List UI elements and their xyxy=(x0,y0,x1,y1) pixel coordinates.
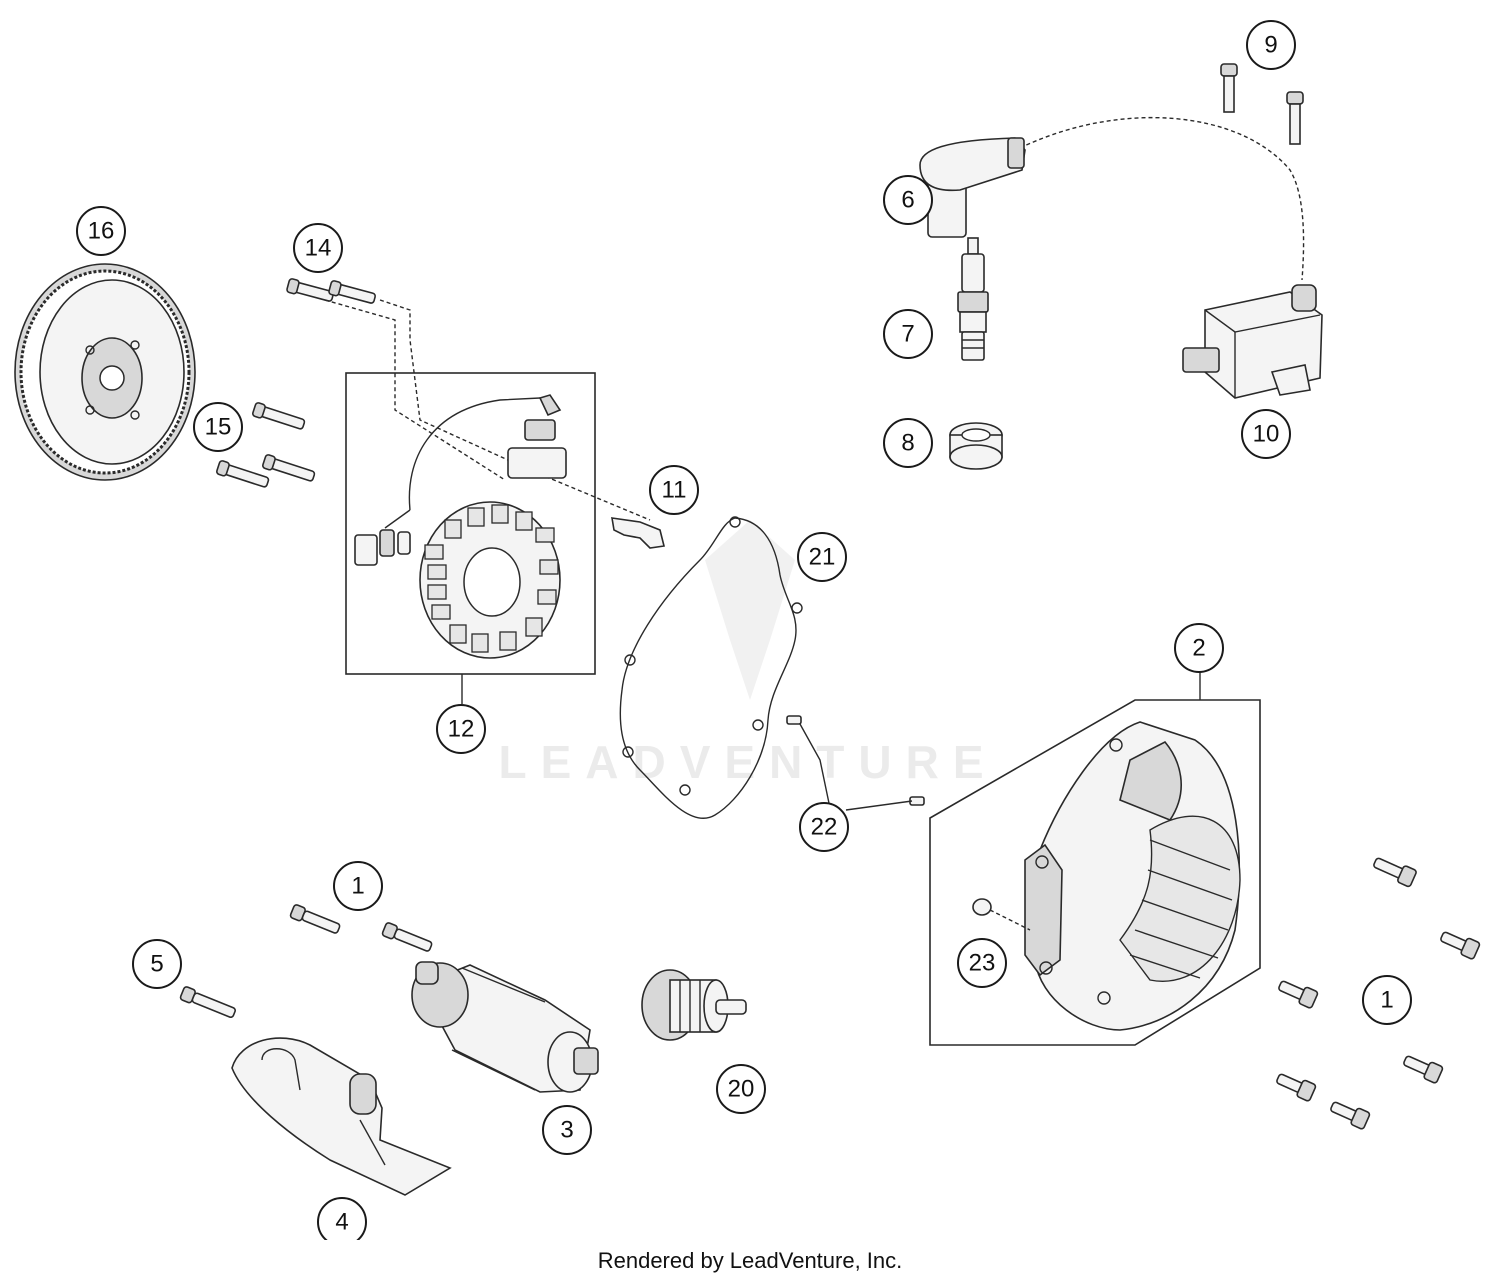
callout-20: 20 xyxy=(716,1064,766,1114)
callout-label: 15 xyxy=(205,414,232,441)
leader-23 xyxy=(989,909,1031,931)
callout-label: 4 xyxy=(335,1209,348,1236)
part-o-ring[interactable] xyxy=(972,898,992,916)
callout-5: 5 xyxy=(132,939,182,989)
callout-label: 21 xyxy=(809,544,836,571)
callout-label: 8 xyxy=(901,430,914,457)
watermark-logo xyxy=(705,520,795,700)
part-stator[interactable] xyxy=(354,394,567,659)
callout-8: 8 xyxy=(883,418,933,468)
callout-10: 10 xyxy=(1241,409,1291,459)
callout-label: 1 xyxy=(351,873,364,900)
part-plug-seal[interactable] xyxy=(949,422,1003,470)
part-screws-15[interactable] xyxy=(216,402,316,489)
callout-23: 23 xyxy=(957,938,1007,988)
callout-15: 15 xyxy=(193,402,243,452)
callout-label: 9 xyxy=(1264,32,1277,59)
part-starter-motor[interactable] xyxy=(411,961,599,1093)
leader-22a xyxy=(799,723,831,809)
callout-1-right: 1 xyxy=(1362,975,1412,1025)
callout-label: 12 xyxy=(448,716,475,743)
part-ignition-cover[interactable] xyxy=(1024,721,1241,1031)
part-screws-14[interactable] xyxy=(286,278,376,305)
part-bolts-9[interactable] xyxy=(1220,63,1304,145)
callout-label: 1 xyxy=(1380,987,1393,1014)
callout-label: 23 xyxy=(969,950,996,977)
part-bolts-1-right[interactable] xyxy=(1274,854,1481,1130)
callout-label: 11 xyxy=(662,477,687,504)
part-bolts-1-left[interactable] xyxy=(289,904,434,954)
callout-label: 5 xyxy=(150,951,163,978)
watermark: LEADVENTURE xyxy=(498,520,997,788)
group-box-stator xyxy=(345,372,596,675)
leader-22b xyxy=(845,800,913,811)
callout-label: 6 xyxy=(901,187,914,214)
part-bolt-5[interactable] xyxy=(179,986,237,1020)
callout-label: 3 xyxy=(560,1117,573,1144)
callout-label: 20 xyxy=(728,1076,755,1103)
footer-credit: Rendered by LeadVenture, Inc. xyxy=(597,1248,903,1273)
part-spark-plug-cap[interactable] xyxy=(919,137,1026,238)
watermark-text: LEADVENTURE xyxy=(498,736,997,788)
part-starter-guard[interactable] xyxy=(231,1037,452,1196)
callout-21: 21 xyxy=(797,532,847,582)
callout-16: 16 xyxy=(76,206,126,256)
callout-6: 6 xyxy=(883,175,933,225)
callout-3: 3 xyxy=(542,1105,592,1155)
exploded-parts-diagram: LEADVENTURE xyxy=(14,20,1481,1240)
callout-2: 2 xyxy=(1174,623,1224,673)
part-gasket[interactable] xyxy=(619,516,803,819)
callout-11: 11 xyxy=(649,465,699,515)
callout-4: 4 xyxy=(317,1197,367,1240)
callout-14: 14 xyxy=(293,223,343,273)
leader-14-path-b xyxy=(324,299,506,481)
callout-1-left: 1 xyxy=(333,861,383,911)
callout-label: 2 xyxy=(1192,635,1205,662)
callout-label: 7 xyxy=(901,321,914,348)
group-box-cover xyxy=(929,699,1261,1046)
part-ignition-coil[interactable] xyxy=(1182,284,1323,399)
part-spark-plug[interactable] xyxy=(957,237,989,361)
callout-label: 10 xyxy=(1253,421,1280,448)
leader-14-path xyxy=(379,299,651,521)
callout-label: 16 xyxy=(88,218,115,245)
part-starter-drive[interactable] xyxy=(641,969,747,1041)
ht-lead xyxy=(1019,116,1305,281)
part-flywheel[interactable] xyxy=(14,263,196,481)
callout-label: 14 xyxy=(305,235,332,262)
callout-9: 9 xyxy=(1246,20,1296,70)
callout-12: 12 xyxy=(436,704,486,754)
callout-7: 7 xyxy=(883,309,933,359)
part-cable-clamp[interactable] xyxy=(611,517,665,549)
callout-label: 22 xyxy=(811,814,838,841)
callout-22: 22 xyxy=(799,802,849,852)
